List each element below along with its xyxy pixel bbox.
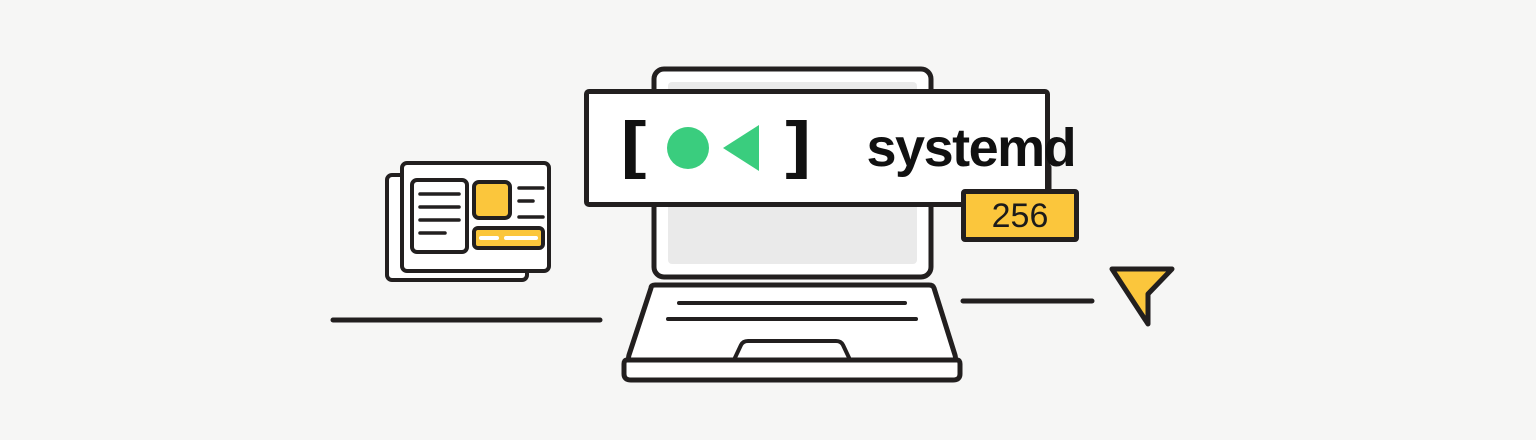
terminal-prompt: [ ] — [608, 115, 823, 181]
laptop-trackpad — [731, 339, 853, 364]
close-bracket-icon: ] — [773, 109, 824, 186]
version-badge-label: 256 — [991, 196, 1049, 235]
version-badge: 256 — [961, 189, 1079, 242]
status-dot-icon — [666, 127, 709, 169]
play-marker-icon — [722, 125, 759, 171]
systemd-title: systemd — [866, 118, 1077, 178]
document-stack-illustration — [385, 161, 551, 282]
cursor-arrow-illustration — [1109, 266, 1175, 327]
document-image-placeholder — [472, 180, 512, 220]
laptop-front-lip — [621, 357, 963, 383]
systemd-banner: [ ] systemd — [584, 89, 1077, 207]
cursor-arrow-icon — [1109, 266, 1175, 327]
laptop-base — [621, 282, 963, 383]
document-text-panel — [410, 178, 469, 254]
open-bracket-icon: [ — [608, 109, 658, 186]
laptop-deck — [626, 282, 958, 365]
